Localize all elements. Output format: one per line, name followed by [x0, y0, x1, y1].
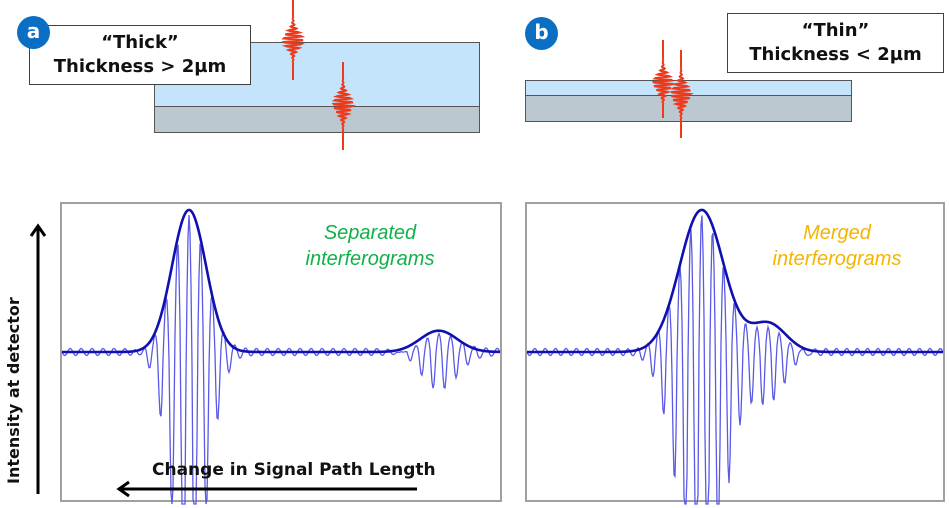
envelope-curve-merged	[527, 208, 943, 354]
y-axis-label: Intensity at detector	[4, 297, 23, 484]
chart-separated-svg	[61, 208, 501, 505]
wave-packet-top-surface-a	[281, 0, 306, 80]
x-axis-arrow	[116, 480, 417, 498]
y-axis-arrow	[29, 223, 47, 494]
separated-annotation-line2: interferograms	[305, 248, 435, 270]
panel-b-badge: b	[525, 17, 558, 50]
thin-substrate-layer	[525, 95, 852, 122]
interferogram-trace-merged	[526, 215, 944, 505]
thin-label-box: “Thin” Thickness < 2µm	[727, 13, 944, 73]
thin-label-thickness: Thickness < 2µm	[749, 44, 922, 65]
x-axis-label: Change in Signal Path Length	[152, 460, 436, 480]
envelope-curve-separated	[62, 208, 501, 354]
chart-merged-svg	[526, 208, 944, 505]
merged-annotation-line1: Merged	[803, 222, 871, 244]
thick-label-thickness: Thickness > 2µm	[53, 56, 227, 77]
wave-packet-top-surface-b	[651, 40, 676, 118]
thick-label-box: “Thick” Thickness > 2µm	[29, 25, 251, 85]
thick-substrate-layer	[154, 106, 480, 133]
separated-annotation-line1: Separated	[323, 222, 417, 244]
panel-a-badge: a	[17, 16, 50, 49]
merged-annotation-line2: interferograms	[772, 248, 902, 270]
thin-label-title: “Thin”	[801, 20, 870, 41]
wave-packet-interface-b	[670, 50, 694, 138]
separated-annotation: Separated interferograms	[285, 220, 455, 272]
thick-label-title: “Thick”	[101, 32, 179, 53]
merged-annotation: Merged interferograms	[752, 220, 922, 272]
wave-packet-interface-a	[331, 62, 356, 150]
